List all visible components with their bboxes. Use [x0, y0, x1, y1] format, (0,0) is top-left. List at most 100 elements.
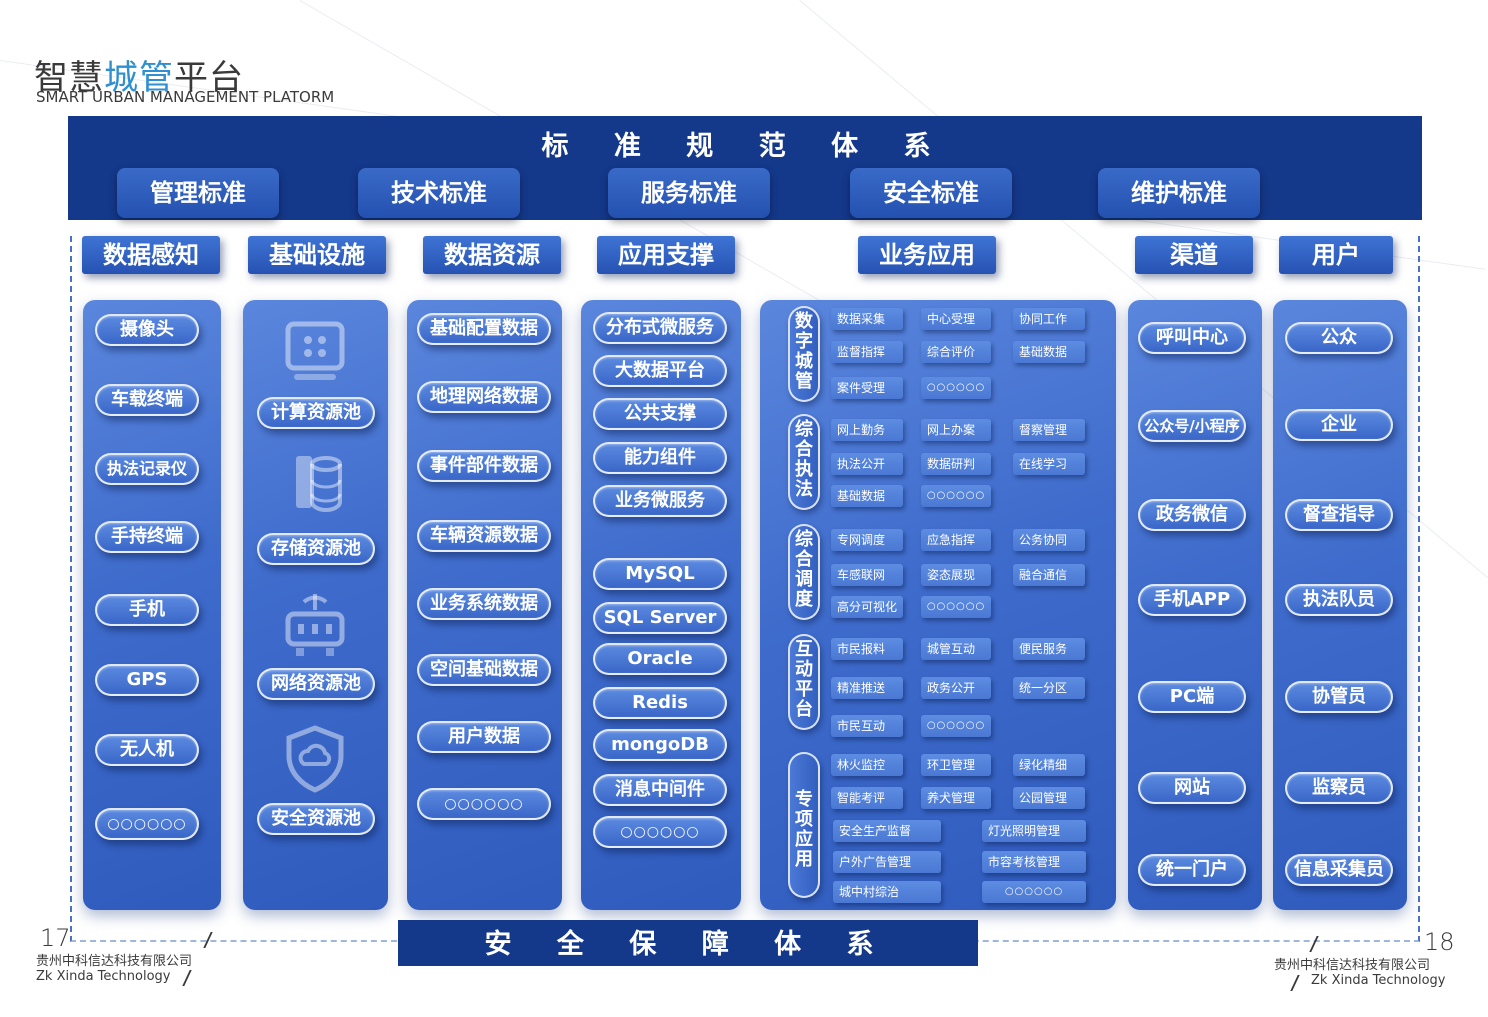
business-item: 督察管理 [1013, 419, 1085, 441]
data-resource-item: 地理网络数据 [417, 381, 551, 413]
standard-maintenance: 维护标准 [1098, 168, 1260, 218]
channel-item: 政务微信 [1138, 499, 1246, 531]
business-item: 案件受理 [831, 377, 903, 399]
standard-service: 服务标准 [608, 168, 770, 218]
page-subtitle: SMART URBAN MANAGEMENT PLATORM [36, 88, 335, 106]
company-name-en-right: Zk Xinda Technology [1311, 973, 1446, 988]
data-resource-item: 事件部件数据 [417, 450, 551, 482]
group-tag-dispatch: 综合调度 [788, 524, 820, 620]
infrastructure-item: 网络资源池 [257, 668, 375, 700]
database-icon [275, 450, 355, 524]
page-title: 智慧城管平台 [34, 50, 244, 99]
channel-item: PC端 [1138, 681, 1246, 713]
standard-technical: 技术标准 [358, 168, 520, 218]
user-item: 监察员 [1285, 772, 1393, 804]
app-support-database: Oracle [593, 643, 727, 675]
page-number-left: 17 [40, 924, 71, 952]
business-item: 便民服务 [1013, 638, 1085, 660]
channel-item: 公众号/小程序 [1138, 410, 1246, 442]
business-item: 灯光照明管理 [982, 820, 1086, 842]
app-support-service: 分布式微服务 [593, 312, 727, 344]
group-tag-digital-city: 数字城管 [788, 306, 820, 402]
data-resources-panel: 基础配置数据 地理网络数据 事件部件数据 车辆资源数据 业务系统数据 空间基础数… [407, 300, 562, 910]
perception-item: 无人机 [95, 734, 199, 766]
business-item: 执法公开 [831, 453, 903, 475]
infrastructure-item: 安全资源池 [257, 803, 375, 835]
group-tag-interaction: 互动平台 [788, 634, 820, 730]
business-item: 户外广告管理 [833, 851, 941, 873]
perception-item: GPS [95, 664, 199, 696]
column-header-app-support: 应用支撑 [597, 236, 735, 274]
column-header-data-resources: 数据资源 [423, 236, 561, 274]
column-header-perception: 数据感知 [82, 236, 220, 274]
app-support-database: mongoDB [593, 729, 727, 761]
group-tag-special: 专项应用 [788, 752, 820, 898]
network-icon [275, 590, 355, 664]
data-resource-item: 空间基础数据 [417, 654, 551, 686]
group-tag-law-enforcement: 综合执法 [788, 414, 820, 510]
perception-item: 车载终端 [95, 384, 199, 416]
app-support-database: SQL Server [593, 602, 727, 634]
app-support-service: 业务微服务 [593, 485, 727, 517]
company-name-en-left: Zk Xinda Technology [36, 969, 171, 984]
perception-item: 执法记录仪 [95, 453, 199, 485]
data-resource-item: 车辆资源数据 [417, 520, 551, 552]
business-item: 应急指挥 [921, 529, 991, 551]
column-header-infrastructure: 基础设施 [248, 236, 386, 274]
title-part1: 智慧 [34, 58, 104, 98]
data-resource-item: ○○○○○○ [417, 788, 551, 820]
business-item: 高分可视化 [831, 596, 903, 618]
standard-security: 安全标准 [850, 168, 1012, 218]
business-item: 在线学习 [1013, 453, 1085, 475]
business-item: 数据采集 [831, 308, 903, 330]
user-item: 信息采集员 [1285, 854, 1393, 886]
business-item: 养犬管理 [921, 787, 991, 809]
business-item: 公园管理 [1013, 787, 1085, 809]
standards-title: 标 准 规 范 体 系 [541, 131, 949, 162]
business-item: 融合通信 [1013, 564, 1085, 586]
column-header-business-apps: 业务应用 [858, 236, 996, 274]
user-item: 督查指导 [1285, 499, 1393, 531]
business-item: 精准推送 [831, 677, 903, 699]
channel-item: 手机APP [1138, 584, 1246, 616]
infrastructure-item: 存储资源池 [257, 533, 375, 565]
business-item: ○○○○○○ [982, 881, 1086, 903]
user-item: 企业 [1285, 409, 1393, 441]
business-item: 数据研判 [921, 453, 991, 475]
column-header-users: 用户 [1279, 236, 1393, 274]
column-header-channels: 渠道 [1135, 236, 1253, 274]
business-item: 专网调度 [831, 529, 903, 551]
users-panel: 公众 企业 督查指导 执法队员 协管员 监察员 信息采集员 [1273, 300, 1407, 910]
business-item: 环卫管理 [921, 754, 991, 776]
business-item: 智能考评 [831, 787, 903, 809]
channels-panel: 呼叫中心 公众号/小程序 政务微信 手机APP PC端 网站 统一门户 [1128, 300, 1262, 910]
business-item: ○○○○○○ [921, 596, 991, 618]
infrastructure-item: 计算资源池 [257, 397, 375, 429]
business-item: ○○○○○○ [921, 715, 991, 737]
standard-management: 管理标准 [117, 168, 279, 218]
data-resource-item: 用户数据 [417, 721, 551, 753]
business-item: 城管互动 [921, 638, 991, 660]
business-item: 林火监控 [831, 754, 903, 776]
business-item: 车感联网 [831, 564, 903, 586]
business-item: 市容考核管理 [982, 851, 1086, 873]
business-item: 绿化精细 [1013, 754, 1085, 776]
business-item: 市民报料 [831, 638, 903, 660]
business-item: 姿态展现 [921, 564, 991, 586]
perception-item: 手机 [95, 594, 199, 626]
business-item: 综合评价 [921, 341, 991, 363]
title-highlight: 城管 [104, 58, 174, 98]
business-item: 市民互动 [831, 715, 903, 737]
data-resource-item: 基础配置数据 [417, 313, 551, 345]
footer-slash [182, 970, 192, 986]
perception-panel: 摄像头 车载终端 执法记录仪 手持终端 手机 GPS 无人机 ○○○○○○ [83, 300, 221, 910]
user-item: 执法队员 [1285, 584, 1393, 616]
server-icon [275, 320, 355, 394]
app-support-database: Redis [593, 687, 727, 719]
business-item: 中心受理 [921, 308, 991, 330]
infrastructure-panel: 计算资源池 存储资源池 网络资源池 安全资源池 [243, 300, 388, 910]
business-item: 基础数据 [831, 485, 903, 507]
business-item: 协同工作 [1013, 308, 1085, 330]
footer-slash [1290, 975, 1300, 991]
app-support-database: 消息中间件 [593, 774, 727, 806]
